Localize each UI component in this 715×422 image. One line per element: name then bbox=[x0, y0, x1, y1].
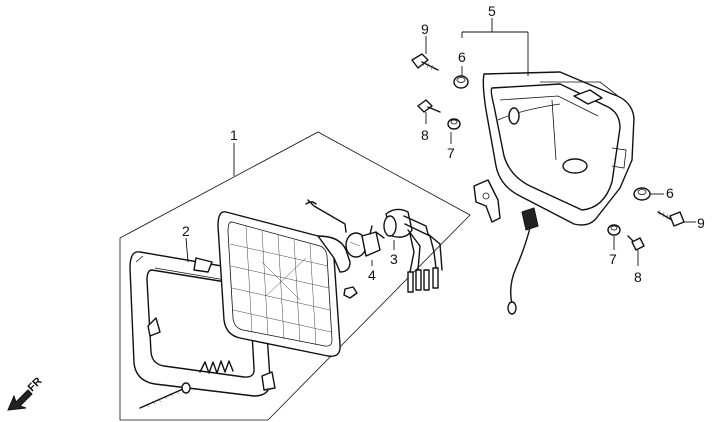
callout-8-upper: 8 bbox=[421, 127, 429, 143]
callout-5: 5 bbox=[488, 3, 496, 19]
callout-3: 3 bbox=[390, 251, 398, 267]
front-direction-indicator: FR bbox=[7, 375, 45, 411]
part-1-headlight-unit bbox=[217, 199, 351, 357]
part-8-bolt-lower bbox=[627, 235, 645, 251]
part-7-nut-lower bbox=[607, 224, 621, 236]
callout-6-upper: 6 bbox=[458, 49, 466, 65]
part-6-grommet-lower bbox=[633, 187, 651, 201]
ground-wire bbox=[507, 207, 539, 315]
part-5-headlight-case bbox=[482, 71, 635, 226]
callout-4: 4 bbox=[368, 267, 376, 283]
callout-1: 1 bbox=[230, 127, 238, 143]
callout-2: 2 bbox=[182, 223, 190, 239]
mounting-bracket bbox=[473, 179, 501, 223]
part-8-bolt-upper bbox=[417, 99, 441, 113]
part-9-bolt-lower bbox=[657, 209, 685, 227]
rim-screw bbox=[139, 382, 191, 409]
part-4-bulb bbox=[345, 225, 385, 258]
callout-9-upper: 9 bbox=[421, 21, 429, 37]
callout-9-lower: 9 bbox=[697, 215, 705, 231]
assembly-outline-1 bbox=[119, 131, 471, 421]
part-9-bolt-upper bbox=[411, 53, 439, 71]
callout-8-lower: 8 bbox=[634, 269, 642, 285]
part-7-nut-upper bbox=[447, 118, 461, 130]
leader-lines bbox=[185, 18, 696, 266]
callout-6-lower: 6 bbox=[666, 185, 674, 201]
callout-7-upper: 7 bbox=[447, 145, 455, 161]
arrow-down-left-icon bbox=[7, 389, 33, 411]
callout-7-lower: 7 bbox=[609, 251, 617, 267]
small-nut bbox=[343, 286, 358, 299]
part-3-socket bbox=[383, 208, 443, 293]
part-6-grommet-upper bbox=[453, 75, 469, 89]
